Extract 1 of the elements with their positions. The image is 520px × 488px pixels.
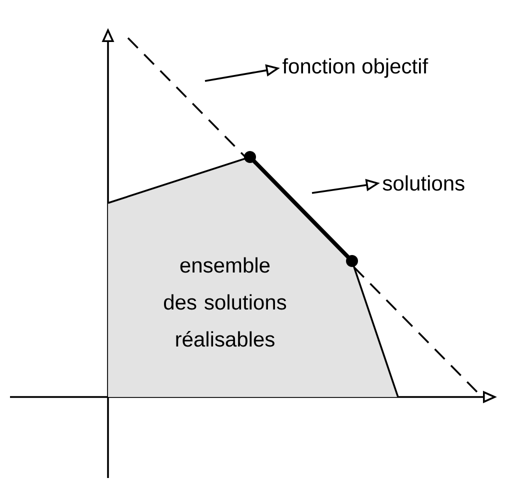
callout-label: fonction objectif — [282, 58, 428, 78]
